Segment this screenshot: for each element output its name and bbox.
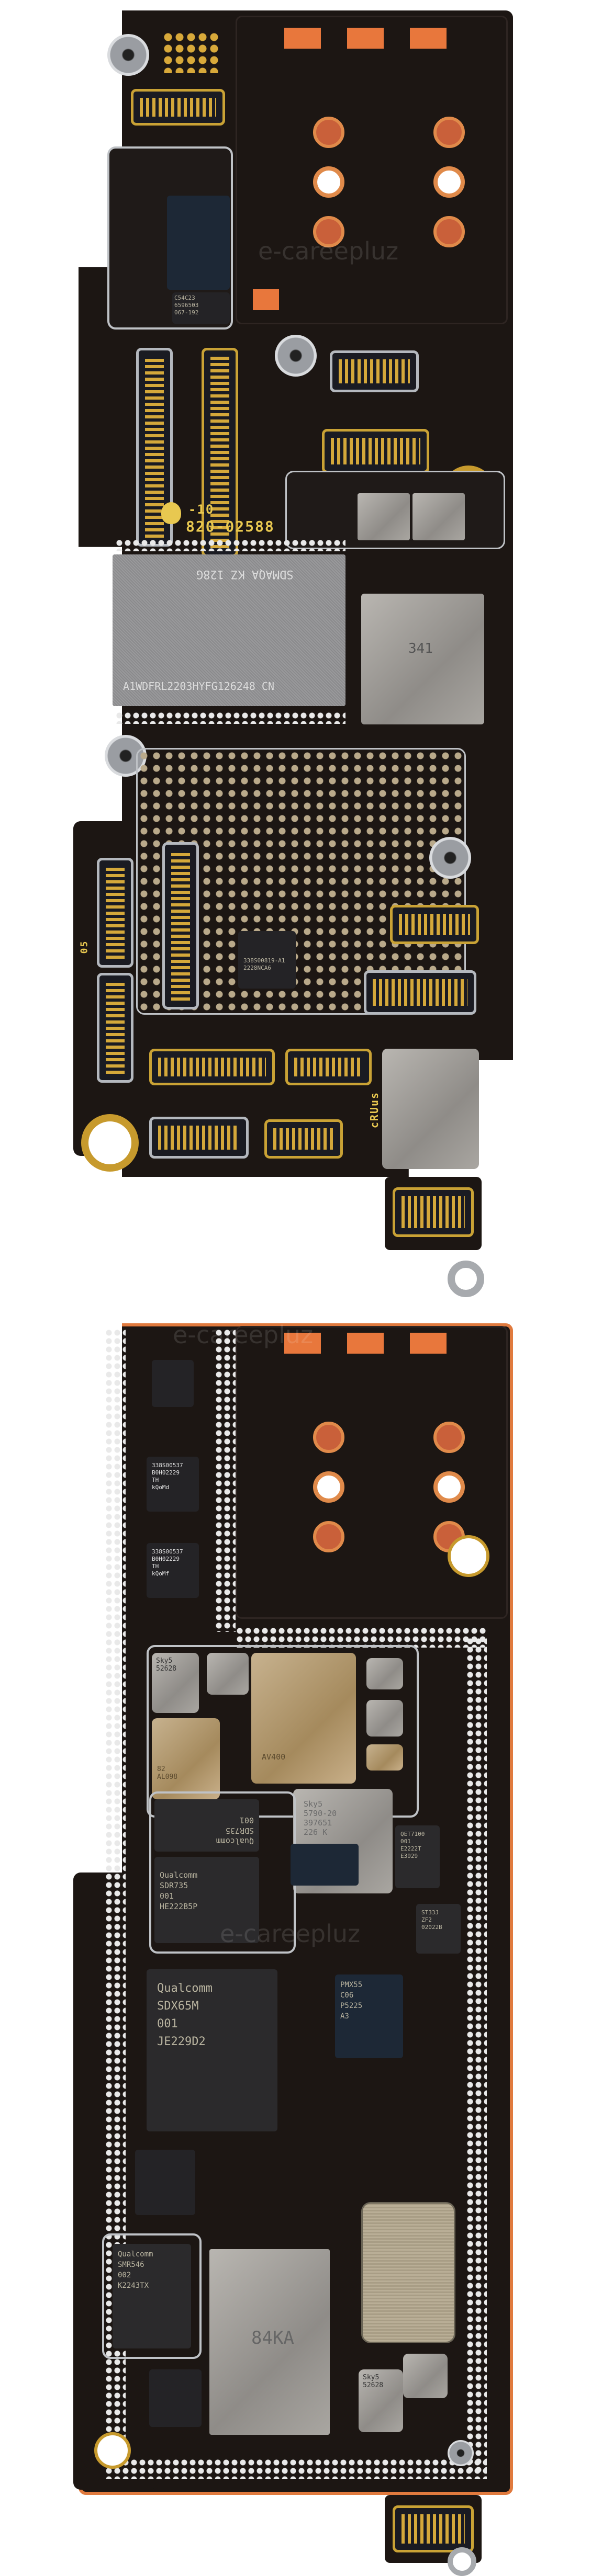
sim-contact-pad bbox=[313, 117, 344, 148]
interposer-vias bbox=[115, 711, 345, 724]
screw-standoff bbox=[107, 34, 149, 76]
watermark: e-careepluz bbox=[173, 1321, 314, 1349]
sim-contact-pad bbox=[313, 1521, 344, 1552]
sim-contact-pad bbox=[313, 1422, 344, 1453]
screw-standoff bbox=[429, 837, 471, 879]
flex-connector bbox=[322, 429, 429, 473]
apple-logo bbox=[161, 502, 181, 524]
chip bbox=[149, 2369, 202, 2427]
flex-connector bbox=[162, 842, 199, 1009]
rf-shield-large: AV400 bbox=[251, 1653, 356, 1784]
qualcomm-smr546: Qualcomm SMR546 002 K2243TX bbox=[113, 2244, 191, 2348]
power-stage bbox=[285, 471, 505, 549]
soc-shield: 341 bbox=[361, 594, 484, 724]
covered-chip bbox=[167, 196, 230, 290]
ee-chip-2: 338S00537 B0H02229 TH kQoMf bbox=[147, 1543, 199, 1598]
qet7100: QET7100 001 E2222T E3929 bbox=[395, 1825, 440, 1888]
chip bbox=[135, 2150, 195, 2215]
touch-connector bbox=[202, 348, 238, 557]
interposer-vias bbox=[115, 539, 345, 551]
copper-pad bbox=[284, 28, 321, 49]
st-nfc-chip: ST33J ZF2 02022B bbox=[416, 1904, 461, 1954]
flex-connector bbox=[149, 1049, 275, 1085]
nand-marking-top: SDMAQA KZ 128G bbox=[196, 568, 294, 581]
rf-front-end-module-2: Sky5 52628 bbox=[359, 2369, 403, 2432]
pmic-rf-shield bbox=[102, 2233, 202, 2359]
flex-connector bbox=[285, 1049, 372, 1085]
flex-connector bbox=[364, 970, 476, 1015]
watermark: e-careepluz bbox=[220, 1920, 361, 1948]
sim-contact-pad bbox=[433, 216, 465, 247]
sim-contact-pad bbox=[433, 117, 465, 148]
flex-connector bbox=[97, 858, 133, 968]
rf-module bbox=[366, 1658, 403, 1689]
rf-module bbox=[366, 1700, 403, 1737]
chip-marking: C54C23 6596503 067-192 bbox=[172, 292, 230, 324]
flex-connector bbox=[97, 973, 133, 1083]
rf-shield-frame bbox=[147, 1645, 419, 1818]
sim-tray-area: e-careepluz bbox=[236, 16, 508, 324]
mounting-hole bbox=[94, 2432, 131, 2469]
copper-pad bbox=[284, 1333, 321, 1354]
copper-pad bbox=[347, 1333, 384, 1354]
soc-marking: 341 bbox=[408, 641, 433, 656]
flex-connector bbox=[330, 350, 419, 392]
interposer-via-fence bbox=[466, 1637, 487, 2474]
sim-contact-pad bbox=[433, 1422, 465, 1453]
interposer-via-fence bbox=[215, 1329, 236, 1632]
screw-standoff bbox=[275, 335, 317, 377]
inductor bbox=[358, 493, 410, 540]
antenna-connector bbox=[393, 2505, 474, 2552]
nand-storage-chip: SDMAQA KZ 128G A1WDFRL2203HYFG126248 CN bbox=[113, 554, 345, 706]
flex-connector bbox=[264, 1119, 343, 1159]
antenna-connector bbox=[393, 1187, 474, 1237]
copper-pad bbox=[410, 1333, 447, 1354]
watermark: e-careepluz bbox=[258, 237, 399, 265]
pmx55: PMX55 C06 P5225 A3 bbox=[335, 1974, 403, 2058]
nand-marking-bottom: A1WDFRL2203HYFG126248 CN bbox=[123, 680, 274, 693]
flex-connector bbox=[149, 1117, 249, 1159]
ground-lug bbox=[448, 1261, 484, 1297]
inductor bbox=[412, 493, 465, 540]
mounting-hole bbox=[81, 1114, 139, 1172]
ee-chip-1: 338S00537 B0H02229 TH kQoMd bbox=[147, 1457, 199, 1512]
qualcomm-sdr735: Qualcomm SDR735 001 HE222B5P bbox=[154, 1857, 259, 1943]
board-revision: -10 bbox=[188, 502, 215, 517]
copper-pad bbox=[253, 289, 279, 310]
rf-front-end-module: Sky5 52628 bbox=[152, 1653, 199, 1713]
sim-contact-hole bbox=[313, 166, 344, 198]
sim-tray-area bbox=[236, 1326, 508, 1619]
mounting-hole bbox=[448, 1535, 489, 1577]
flex-connector bbox=[390, 905, 479, 944]
rf-module-tan: 82 AL098 bbox=[152, 1718, 220, 1799]
board-to-board-connector bbox=[131, 89, 225, 126]
sim-contact-hole bbox=[313, 1471, 344, 1503]
interposer-via-fence bbox=[105, 2458, 487, 2479]
copper-pad bbox=[410, 28, 447, 49]
board-number: 820-02588 bbox=[186, 518, 275, 535]
cert-mark: cRUus bbox=[368, 1091, 381, 1129]
rf-module bbox=[403, 2354, 448, 2398]
rf-module bbox=[207, 1653, 249, 1695]
interposer-via-fence bbox=[236, 1627, 487, 1648]
ground-lug bbox=[448, 2547, 476, 2576]
crystal bbox=[366, 1744, 403, 1771]
chip bbox=[152, 1360, 194, 1407]
test-pad-grid bbox=[162, 31, 220, 73]
sim-contact-hole bbox=[433, 166, 465, 198]
chip bbox=[291, 1844, 359, 1886]
rf-shield-can bbox=[382, 1049, 479, 1169]
silkscreen-label: 05 bbox=[79, 940, 90, 954]
sim-contact-hole bbox=[433, 1471, 465, 1503]
copper-pad bbox=[347, 28, 384, 49]
qualcomm-sdx65m-modem: Qualcomm SDX65M 001 JE229D2 bbox=[147, 1969, 277, 2131]
sim-contact-pad bbox=[313, 216, 344, 247]
rf-shield-can bbox=[361, 2202, 455, 2343]
rf-shield-84ka: 84KA bbox=[209, 2249, 330, 2435]
transceiver-top-chip: Qualcomm SDR735 001 bbox=[154, 1799, 259, 1852]
shield-frame: C54C23 6596503 067-192 bbox=[107, 146, 233, 330]
screw-standoff bbox=[448, 2440, 474, 2466]
pmu-chip: 338S00819-A1 2228NCA6 bbox=[238, 931, 296, 989]
